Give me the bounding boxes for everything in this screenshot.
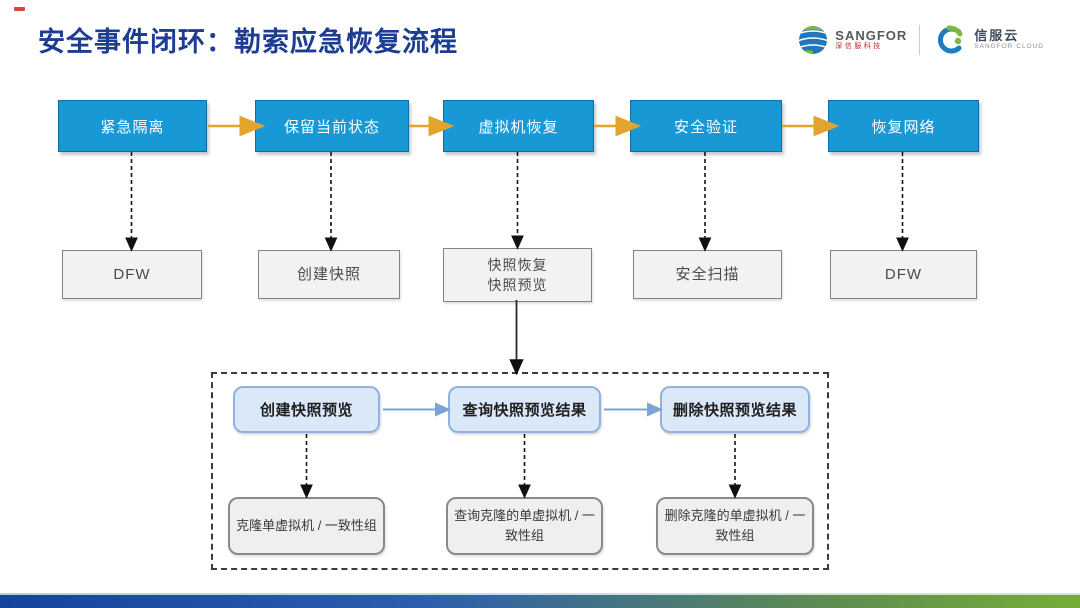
footer-gradient-bar: [0, 595, 1080, 608]
detail-dfw-2: DFW: [830, 250, 977, 299]
footer-accent-line: [0, 593, 1080, 595]
page-title: 安全事件闭环：勒索应急恢复流程: [38, 27, 458, 57]
cloud-logo-text: 信服云 SANGFOR CLOUD: [974, 27, 1044, 52]
header-logos: SANGFOR 深信服科技 信服云 SANGFOR CLOUD: [797, 24, 1044, 56]
logo-divider: [919, 25, 921, 55]
subdetail-query-cloned-vm: 查询克隆的单虚拟机 / 一致性组: [446, 497, 603, 555]
detail-dfw-1: DFW: [62, 250, 202, 299]
sangfor-brand: SANGFOR: [835, 27, 908, 43]
subdetail-clone-vm: 克隆单虚拟机 / 一致性组: [228, 497, 385, 555]
step-vm-recovery: 虚拟机恢复: [443, 100, 594, 152]
dashed-down-arrows-top: [125, 152, 909, 252]
sangfor-globe-icon: [799, 26, 828, 54]
detail-snapshot-restore-preview: 快照恢复 快照预览: [443, 248, 592, 302]
sangfor-logo: SANGFOR 深信服科技: [797, 24, 907, 56]
cloud-brand: 信服云: [974, 27, 1020, 43]
step-restore-network: 恢复网络: [828, 100, 979, 152]
sangfor-logo-text: SANGFOR 深信服科技: [835, 27, 908, 52]
sangfor-cloud-icon: [938, 25, 963, 54]
step-keep-current-state: 保留当前状态: [255, 100, 409, 152]
sangfor-brand-sub: 深信服科技: [835, 42, 883, 50]
subdetail-delete-cloned-vm: 删除克隆的单虚拟机 / 一致性组: [656, 497, 814, 555]
red-corner-mark: [14, 7, 25, 11]
step-security-verify: 安全验证: [630, 100, 782, 152]
detail-security-scan: 安全扫描: [633, 250, 782, 299]
detail-create-snapshot: 创建快照: [258, 250, 400, 299]
substep-query-preview-result: 查询快照预览结果: [448, 386, 601, 433]
step-emergency-isolation: 紧急隔离: [58, 100, 207, 152]
substep-create-snapshot-preview: 创建快照预览: [233, 386, 380, 433]
substep-delete-preview-result: 删除快照预览结果: [660, 386, 810, 433]
sangfor-cloud-logo: 信服云 SANGFOR CLOUD: [932, 25, 1044, 55]
cloud-brand-sub: SANGFOR CLOUD: [974, 42, 1044, 50]
